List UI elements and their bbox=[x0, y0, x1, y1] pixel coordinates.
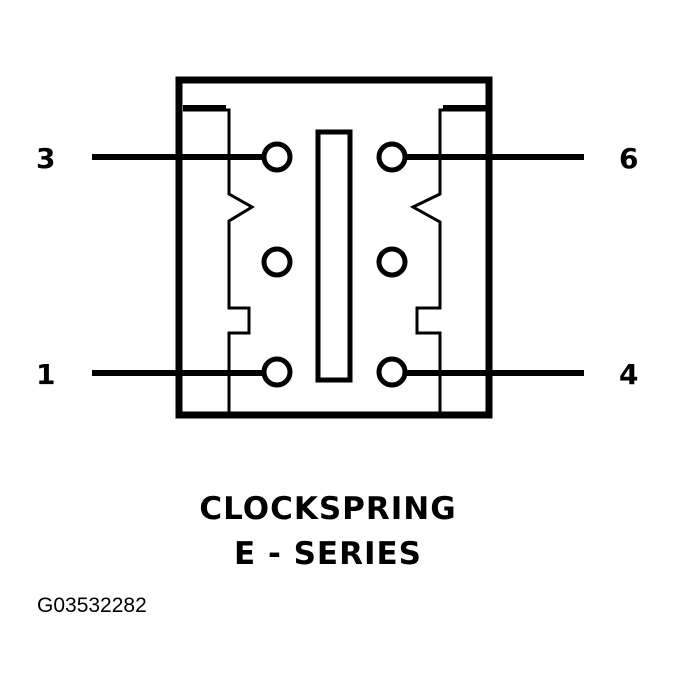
left-inner-profile bbox=[183, 108, 255, 415]
terminal-right-middle bbox=[376, 246, 408, 278]
diagram-subtitle: E - SERIES bbox=[234, 536, 422, 572]
terminal-left-top bbox=[261, 141, 293, 173]
terminal-left-middle bbox=[261, 246, 293, 278]
terminal-right-bottom bbox=[376, 356, 408, 388]
terminal-right-top bbox=[376, 141, 408, 173]
figure-code: G03532282 bbox=[37, 594, 147, 617]
pin-label-3: 3 bbox=[36, 142, 55, 175]
pin-label-4: 4 bbox=[619, 358, 638, 391]
pin-label-1: 1 bbox=[36, 358, 55, 391]
connector-housing bbox=[175, 76, 493, 419]
pin-label-6: 6 bbox=[619, 142, 638, 175]
center-slot bbox=[315, 129, 353, 383]
diagram-title: CLOCKSPRING bbox=[199, 491, 456, 527]
right-inner-profile bbox=[409, 108, 486, 415]
terminal-left-bottom bbox=[261, 356, 293, 388]
